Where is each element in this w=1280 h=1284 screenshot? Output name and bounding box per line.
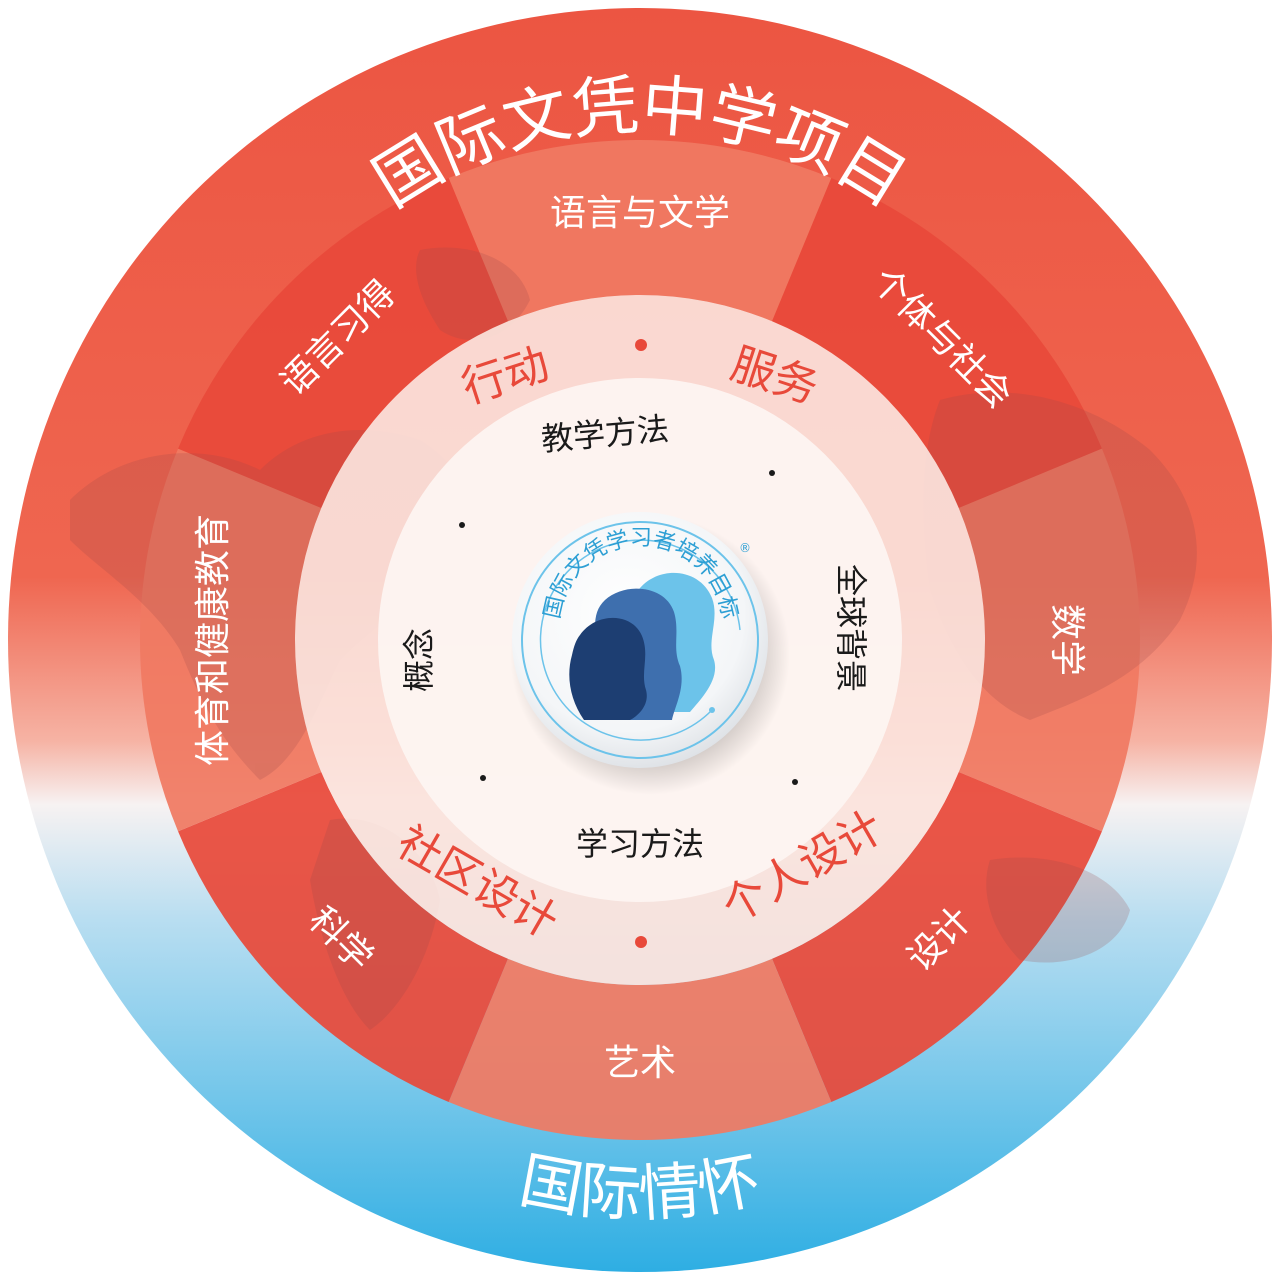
subject-label: 数学 [1046,604,1087,676]
subject-wheel [139,139,1140,1140]
service-dot [635,339,647,351]
project-dot [635,936,647,948]
concepts-label: 概念 [400,628,438,692]
subject-label: 语言与文学 [550,193,730,234]
subject-segment [448,958,832,1140]
subject-segment [772,772,1102,1102]
learner-profile-ring [521,521,759,759]
subject-segment [772,178,1102,508]
learner-silhouettes-icon [569,572,716,720]
registered-mark: ® [739,541,751,555]
subject-segment [448,139,832,322]
learner-profile-inner-arc [539,539,741,741]
learner-profile-arc-dot [709,707,715,713]
global-contexts-label: 全球背景 [832,564,870,692]
approaches-learning: 学习方法 [576,825,704,863]
subject-segment [139,448,322,832]
subject-segment [178,178,508,508]
subject-label: 体育和健康教育 [193,514,234,766]
subject-label: 艺术 [604,1043,676,1084]
subject-segment [958,448,1140,832]
approach-dots [459,470,798,785]
subject-segment [178,772,508,1102]
